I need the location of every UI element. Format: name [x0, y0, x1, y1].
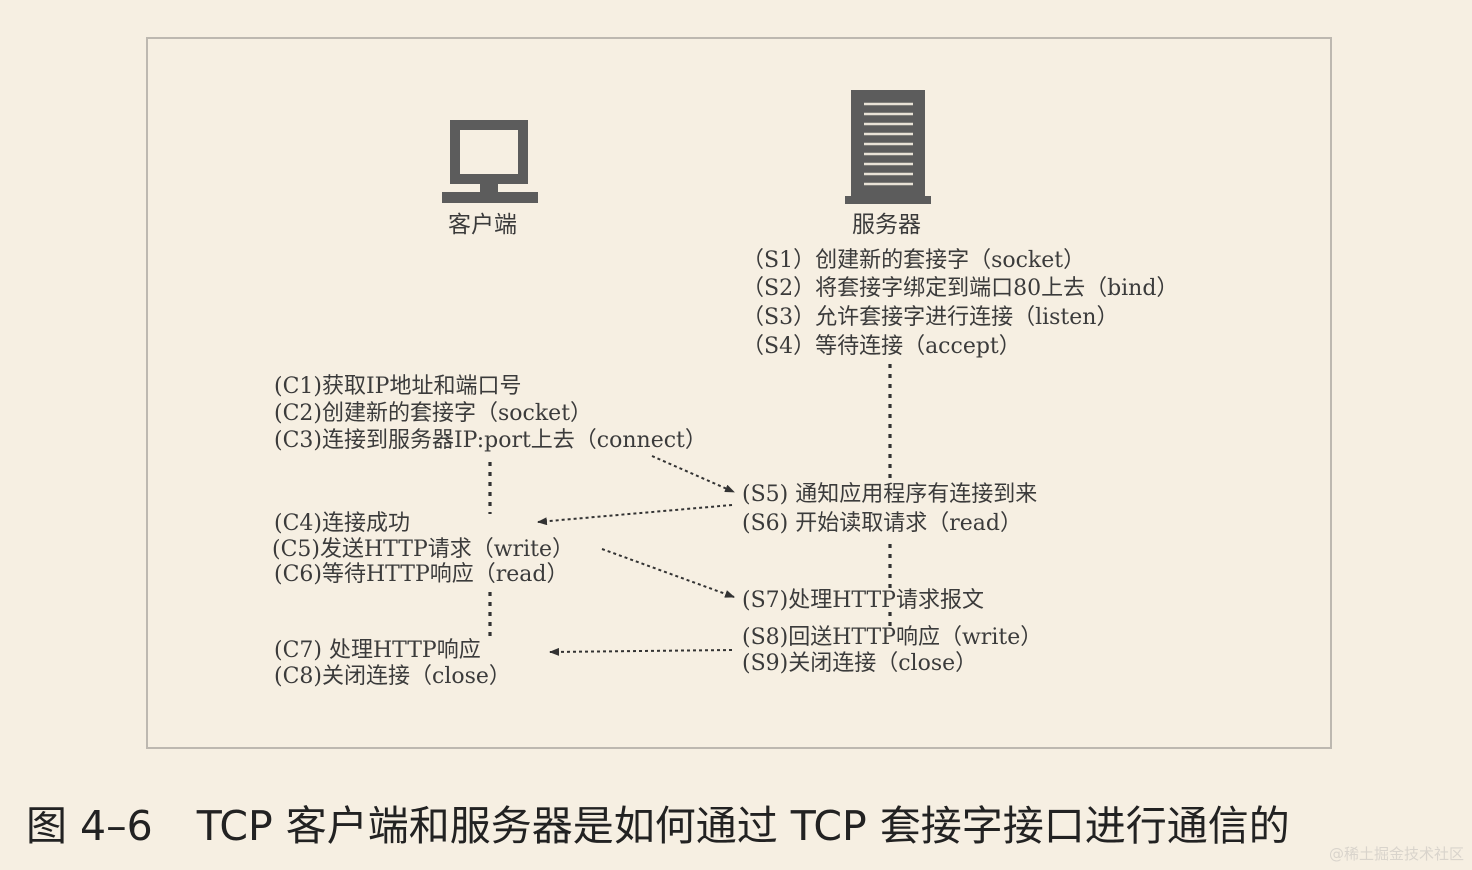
server-step-s4: （S4）等待连接（accept） — [742, 334, 1021, 359]
arrow-connect-to-s5 — [651, 455, 735, 493]
client-label: 客户端 — [448, 212, 517, 238]
server-step-s5: (S5) 通知应用程序有连接到来 — [742, 482, 1038, 507]
client-step-c7: (C7) 处理HTTP响应 — [274, 638, 481, 663]
client-step-c5: (C5)发送HTTP请求（write） — [272, 537, 574, 562]
figure-caption: 图 4–6 TCP 客户端和服务器是如何通过 TCP 套接字接口进行通信的 — [26, 800, 1290, 852]
arrow-c5-to-s7 — [601, 548, 735, 598]
figure-number: 图 4–6 — [26, 802, 153, 850]
server-step-s7: (S7)处理HTTP请求报文 — [742, 588, 984, 613]
client-step-c6: (C6)等待HTTP响应（read） — [274, 562, 569, 587]
client-step-c4: (C4)连接成功 — [274, 511, 410, 536]
server-step-s1: （S1）创建新的套接字（socket） — [742, 248, 1086, 273]
caption-text: TCP 客户端和服务器是如何通过 TCP 套接字接口进行通信的 — [196, 802, 1290, 850]
server-step-s9: (S9)关闭连接（close） — [742, 651, 978, 676]
server-step-s2: （S2）将套接字绑定到端口80上去（bind） — [742, 276, 1179, 301]
client-step-c8: (C8)关闭连接（close） — [274, 664, 511, 689]
server-tower-icon — [845, 90, 931, 204]
server-step-s6: (S6) 开始读取请求（read） — [742, 511, 1022, 536]
diagram-frame — [146, 37, 1332, 749]
arrow-s8-to-c7 — [549, 647, 733, 656]
client-step-c1: (C1)获取IP地址和端口号 — [274, 374, 522, 399]
watermark: @稀土掘金技术社区 — [1328, 845, 1464, 863]
server-label: 服务器 — [852, 212, 921, 238]
server-step-s3: （S3）允许套接字进行连接（listen） — [742, 305, 1119, 330]
client-step-c3: (C3)连接到服务器IP:port上去（connect） — [274, 428, 707, 453]
arrow-s5-to-c4 — [537, 504, 733, 526]
server-step-s8: (S8)回送HTTP响应（write） — [742, 625, 1043, 650]
client-step-c2: (C2)创建新的套接字（socket） — [274, 401, 593, 426]
client-computer-icon — [442, 120, 538, 203]
